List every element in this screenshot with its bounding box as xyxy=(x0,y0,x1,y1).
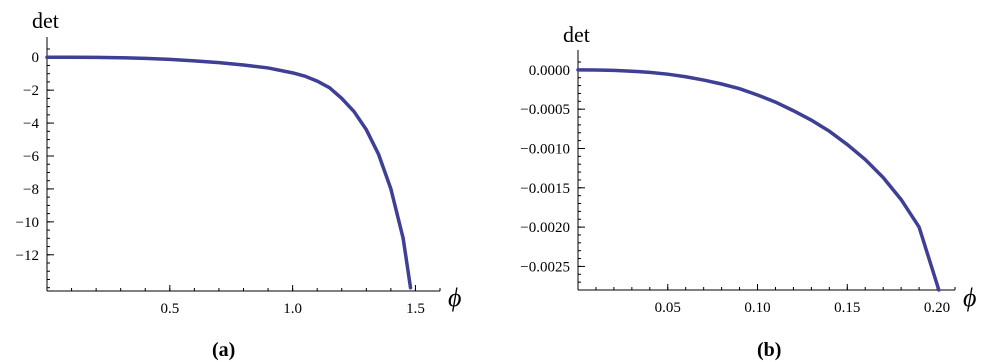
y-tick-label: −10 xyxy=(16,215,39,231)
panel-b-caption: (b) xyxy=(757,339,781,361)
x-tick-label: 0.10 xyxy=(744,300,770,316)
series-line xyxy=(45,55,413,290)
panel-b-ylabel: det xyxy=(563,22,590,47)
panel-a-ylabel: det xyxy=(32,8,59,33)
y-tick-label: −6 xyxy=(23,149,39,165)
x-tick-label: 0.20 xyxy=(924,300,950,316)
series-line xyxy=(576,68,941,292)
y-tick-label: −0.0010 xyxy=(520,141,570,157)
y-tick-label: −8 xyxy=(23,182,39,198)
panel-a: det ϕ (a) 0.5 1.0 1.5 0 −2 −4 −6 −8 −10 −12 xyxy=(16,8,462,361)
panel-a-ticks: 0.5 1.0 1.5 0 −2 −4 −6 −8 −10 −12 xyxy=(16,37,441,317)
x-tick-label: 0.05 xyxy=(655,300,681,316)
y-tick-label: −0.0005 xyxy=(520,102,570,118)
y-tick-label: −12 xyxy=(16,248,39,264)
panel-b-ticks: 0.05 0.10 0.15 0.20 0.0000 −0.0005 −0.0010 −0.0… xyxy=(520,50,956,316)
y-tick-label: −2 xyxy=(23,83,39,99)
x-tick-label: 1.0 xyxy=(283,301,302,317)
panel-b-marks xyxy=(576,68,941,292)
y-tick-label: −0.0020 xyxy=(520,220,570,236)
panel-b: det ϕ (b) 0.05 0.10 0.15 0.20 0.0000 −0.0005 −… xyxy=(520,22,976,361)
x-tick-label: 0.5 xyxy=(160,301,179,317)
panel-a-caption: (a) xyxy=(212,339,235,361)
panel-b-xlabel: ϕ xyxy=(963,283,976,312)
y-tick-label: −4 xyxy=(23,116,39,132)
y-tick-label: 0 xyxy=(32,50,40,66)
panel-a-xlabel: ϕ xyxy=(448,283,461,312)
y-tick-label: −0.0025 xyxy=(520,259,570,275)
x-tick-label: 1.5 xyxy=(406,301,425,317)
y-tick-label: −0.0015 xyxy=(520,181,570,197)
y-tick-label: 0.0000 xyxy=(529,63,570,79)
x-tick-label: 0.15 xyxy=(834,300,860,316)
panel-a-marks xyxy=(45,55,413,290)
